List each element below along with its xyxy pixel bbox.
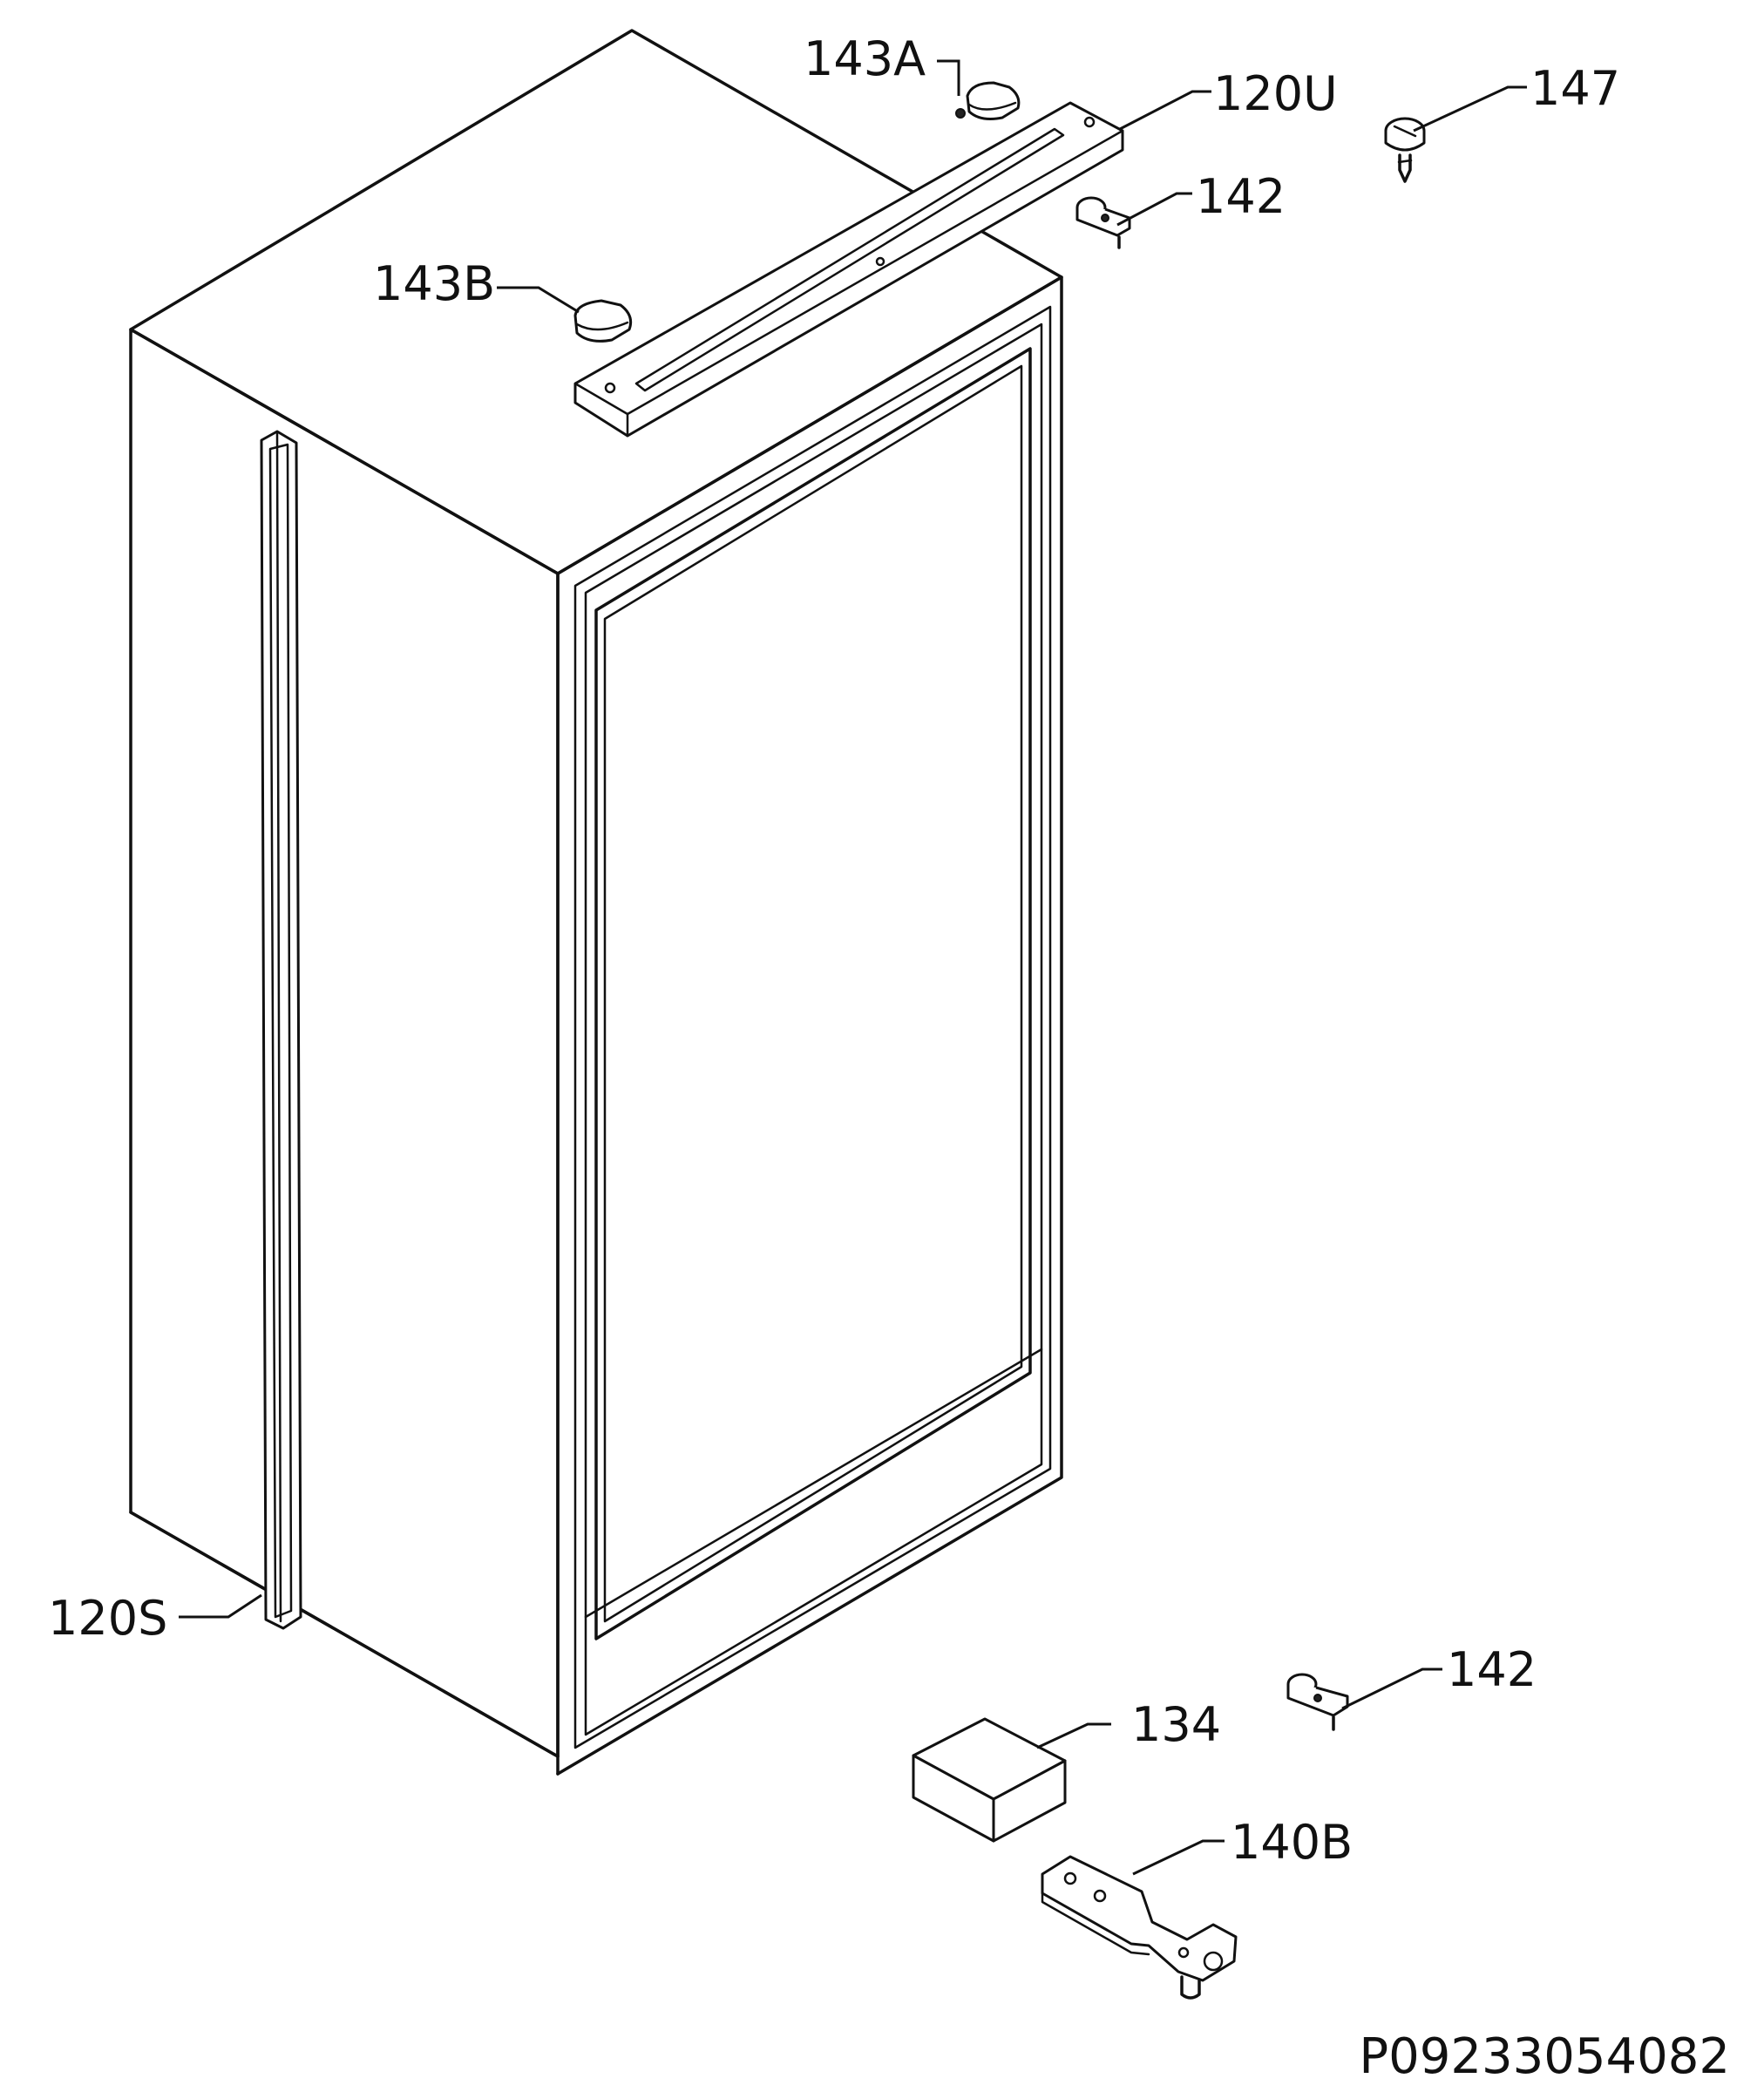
document-number: P09233054082 bbox=[1359, 2028, 1730, 2085]
callout-134: 134 bbox=[1131, 1697, 1221, 1752]
cabinet-side-face bbox=[129, 328, 560, 1758]
hinge-plate-140B bbox=[1041, 1855, 1238, 2000]
hinge-pin-142-top bbox=[1075, 196, 1131, 249]
callout-143B: 143B bbox=[373, 256, 495, 311]
screw-147 bbox=[1384, 117, 1426, 183]
callout-143A: 143A bbox=[804, 31, 926, 86]
door-glass-panel bbox=[594, 347, 1032, 1640]
callout-147: 147 bbox=[1530, 61, 1620, 116]
block-134 bbox=[912, 1717, 1067, 1843]
cap-143B bbox=[573, 299, 633, 343]
callout-140B: 140B bbox=[1231, 1815, 1353, 1870]
leader-lines bbox=[179, 59, 1527, 1876]
callout-142-top: 142 bbox=[1196, 169, 1286, 224]
top-rail-120U bbox=[573, 101, 1124, 438]
cabinet-front-face bbox=[556, 275, 1063, 1776]
callout-142-bottom: 142 bbox=[1447, 1642, 1537, 1697]
cap-143A bbox=[955, 81, 1021, 120]
callout-120S: 120S bbox=[48, 1591, 167, 1646]
hinge-pin-142-bottom bbox=[1286, 1673, 1349, 1731]
door-frame-outer bbox=[573, 305, 1052, 1749]
appliance-cabinet bbox=[129, 29, 1063, 1776]
callout-120U: 120U bbox=[1213, 66, 1338, 121]
